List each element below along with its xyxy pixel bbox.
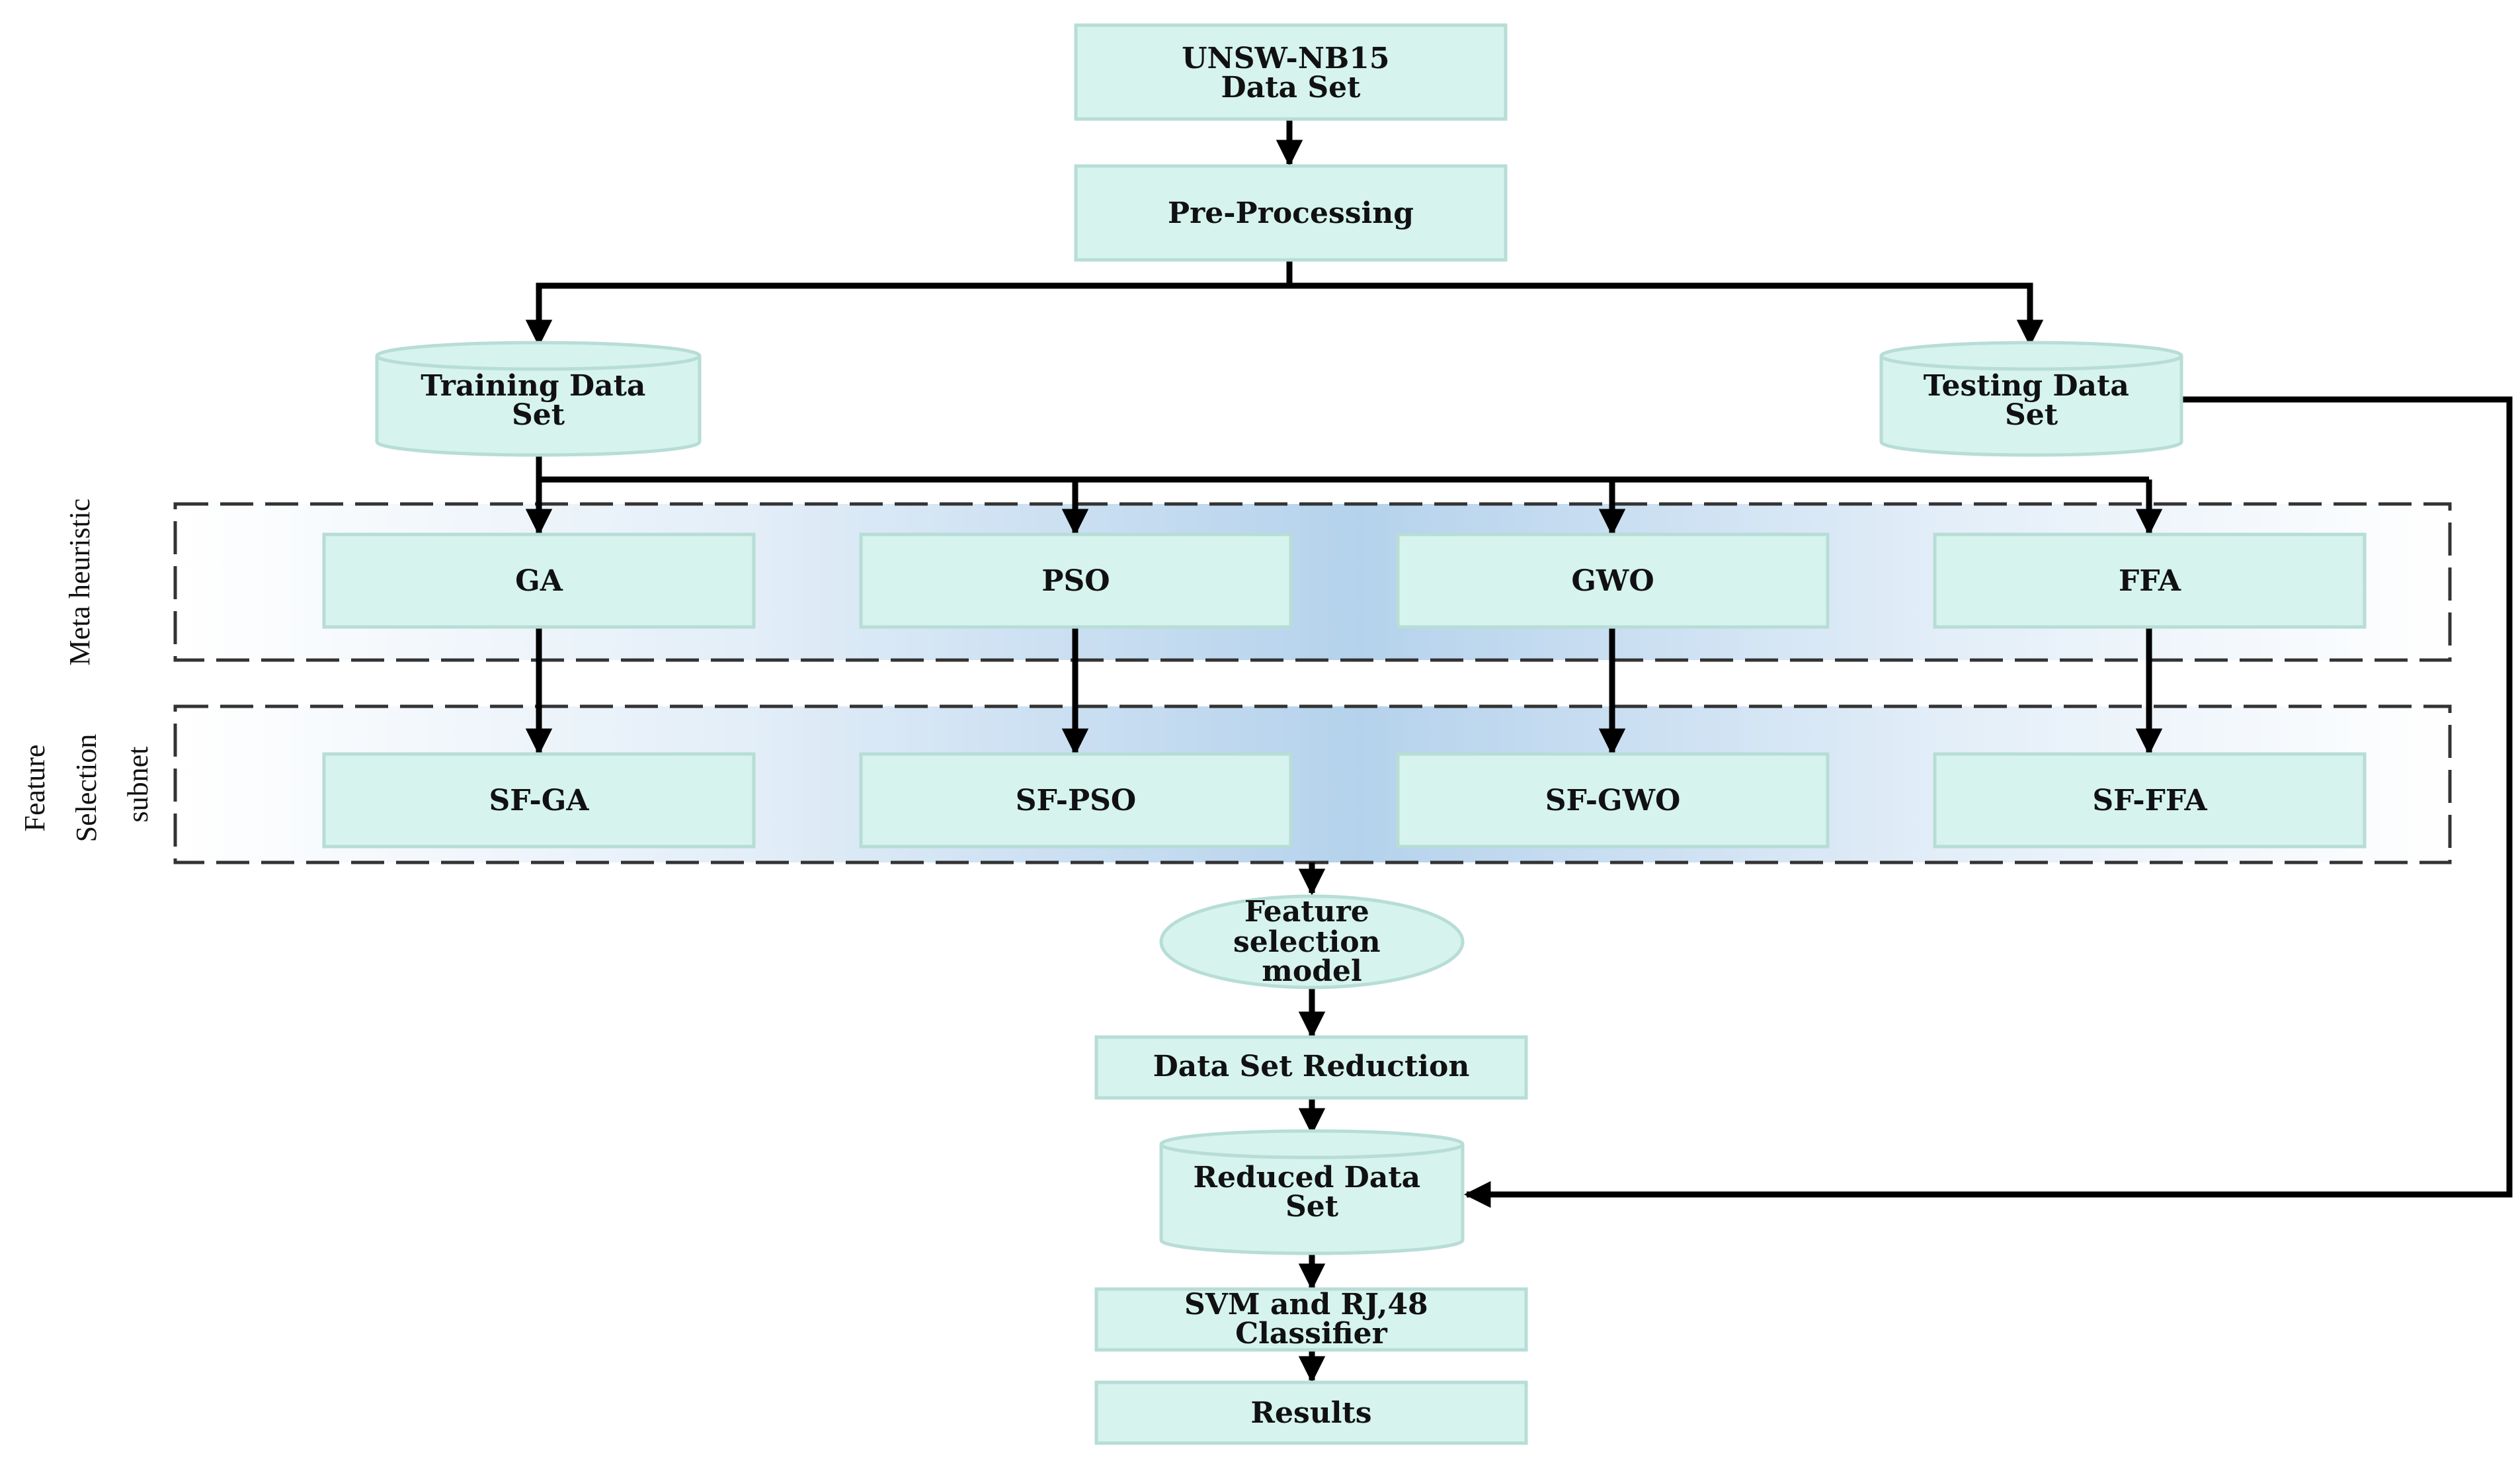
svg-text:SF-FFA: SF-FFA [2092,784,2207,817]
feature-selection-subnet-label: Feature Selection subnet [19,727,154,843]
feature-selection-model-ellipse: Feature selection model [1159,894,1465,989]
sf-pso-box: SF-PSO [859,752,1293,849]
data-set-reduction-box: Data Set Reduction [1094,1035,1528,1100]
svg-text:PSO: PSO [1041,564,1110,598]
svg-text:Training Data Set: Training Data Set [421,369,656,432]
gwo-box: GWO [1396,532,1830,629]
sf-ga-box: SF-GA [322,752,756,849]
pso-box: PSO [859,532,1293,629]
svg-text:GWO: GWO [1571,564,1654,598]
svg-text:Feature selection: Feature selection model [1233,895,1391,988]
reduced-data-set-cylinder: Reduced Data Set [1159,1129,1465,1255]
svg-text:Results: Results [1250,1396,1371,1430]
ffa-box: FFA [1933,532,2367,629]
connectors [525,120,2513,1384]
classifier-box: SVM and RJ,48 Classifier [1094,1287,1528,1352]
svg-text:SVM and RJ,48 Classifier: SVM and RJ,48 Classifier [1184,1288,1438,1351]
testing-data-set-cylinder: Testing Data Set [1879,341,2183,457]
svg-text:GA: GA [515,564,563,598]
sf-gwo-box: SF-GWO [1396,752,1830,849]
preprocessing-box: Pre-Processing [1074,164,1508,262]
svg-text:SF-PSO: SF-PSO [1016,784,1137,817]
svg-text:SF-GA: SF-GA [489,784,589,817]
arrow-preprocessing-to-training [525,261,1293,347]
training-data-set-cylinder: Training Data Set [375,341,702,457]
arrow-testing-to-reduced [1463,396,2513,1208]
svg-text:Reduced Data Set: Reduced Data Set [1193,1161,1430,1224]
svg-text:SF-GWO: SF-GWO [1545,784,1681,817]
meta-heuristic-label: Meta heuristic [63,499,96,666]
svg-text:FFA: FFA [2119,564,2181,598]
svg-text:Testing Data Set: Testing Data Set [1924,369,2139,432]
dataset-box: UNSW-NB15 Data Set [1074,23,1508,121]
arrow-preprocessing-to-testing [1289,282,2044,347]
ga-box: GA [322,532,756,629]
svg-text:UNSW-NB15 Data Set: UNSW-NB15 Data Set [1182,42,1400,104]
svg-text:Pre-Processing: Pre-Processing [1168,196,1414,230]
sf-ffa-box: SF-FFA [1933,752,2367,849]
results-box: Results [1094,1380,1528,1445]
svg-text:Data Set Reduction: Data Set Reduction [1153,1050,1470,1083]
